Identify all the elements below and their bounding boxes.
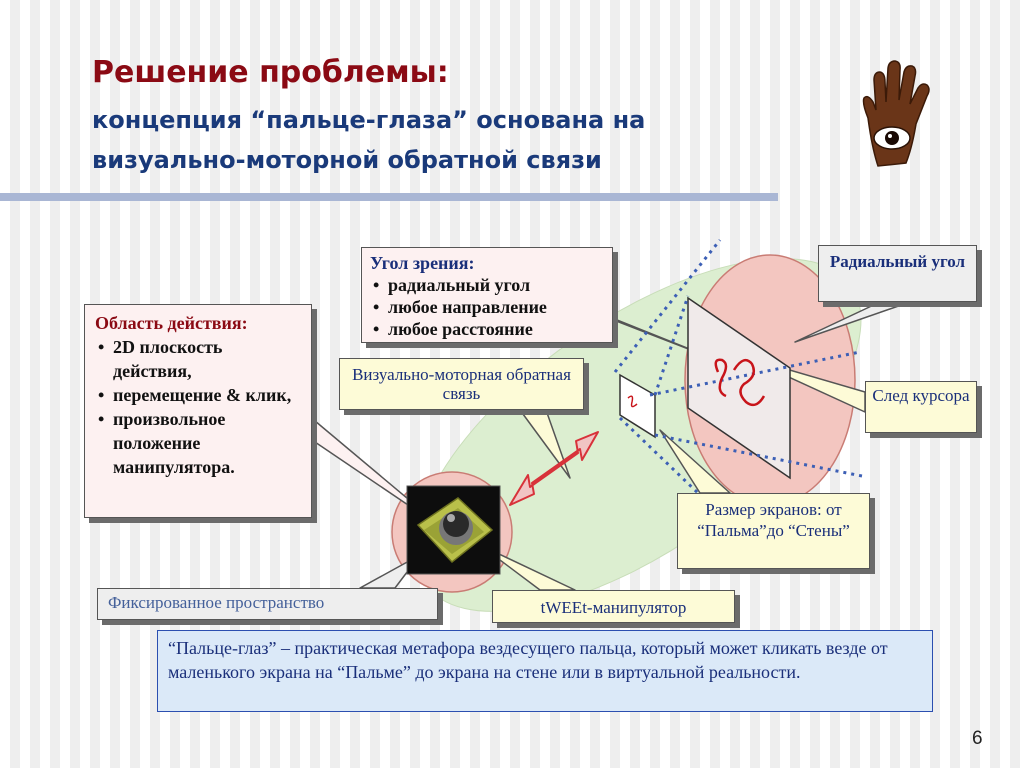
- view-angle-item: радиальный угол: [373, 274, 604, 296]
- projection-line: [618, 416, 702, 497]
- visual-motor-pointer: [519, 409, 571, 479]
- projection-line: [654, 433, 863, 478]
- hand-eye-icon: [862, 60, 930, 167]
- page-number: 6: [972, 728, 983, 749]
- large-screen: [687, 296, 791, 480]
- screen-size-callout: Размер экранов: от “Пальма”до “Стены”: [677, 493, 870, 569]
- cursor-trail-callout: След курсора: [865, 381, 977, 433]
- view-angle-item: любое направление: [373, 296, 604, 318]
- radial-angle-pointer: [794, 301, 911, 343]
- action-area-callout: Область действия: 2D плоскость действия,…: [84, 304, 312, 518]
- action-area-item: произвольное положение манипулятора.: [98, 407, 301, 479]
- cursor-trail-icon: [714, 358, 766, 407]
- projection-line: [649, 350, 861, 397]
- action-area-item: 2D плоскость действия,: [98, 335, 301, 383]
- view-angle-heading: Угол зрения:: [370, 253, 475, 273]
- fixed-space-callout: Фиксированное пространство: [97, 588, 438, 620]
- radial-angle-callout: Радиальный угол: [818, 245, 977, 302]
- cursor-trail-small-icon: [627, 395, 638, 408]
- small-screen: [619, 373, 656, 439]
- view-angle-item: любое расстояние: [373, 318, 604, 340]
- finger-eye-quote: “Пальце-глаз” – практическая метафора ве…: [157, 630, 933, 712]
- action-area-item: перемещение & клик,: [98, 383, 301, 407]
- action-area-heading: Область действия:: [95, 313, 248, 333]
- joystick-icon: [406, 485, 501, 575]
- visual-motor-callout: Визуально-моторная обратная связь: [339, 358, 584, 410]
- tweet-device-callout: tWEEt-манипулятор: [492, 590, 735, 623]
- double-arrow-icon: [509, 431, 599, 506]
- slide-title: Решение проблемы:: [92, 55, 449, 90]
- view-angle-callout: Угол зрения: радиальный угол любое напра…: [361, 247, 613, 343]
- projection-line: [653, 295, 690, 396]
- title-rule: [0, 193, 778, 201]
- slide-subtitle: концепция “пальце-глаза” основана на виз…: [92, 106, 646, 174]
